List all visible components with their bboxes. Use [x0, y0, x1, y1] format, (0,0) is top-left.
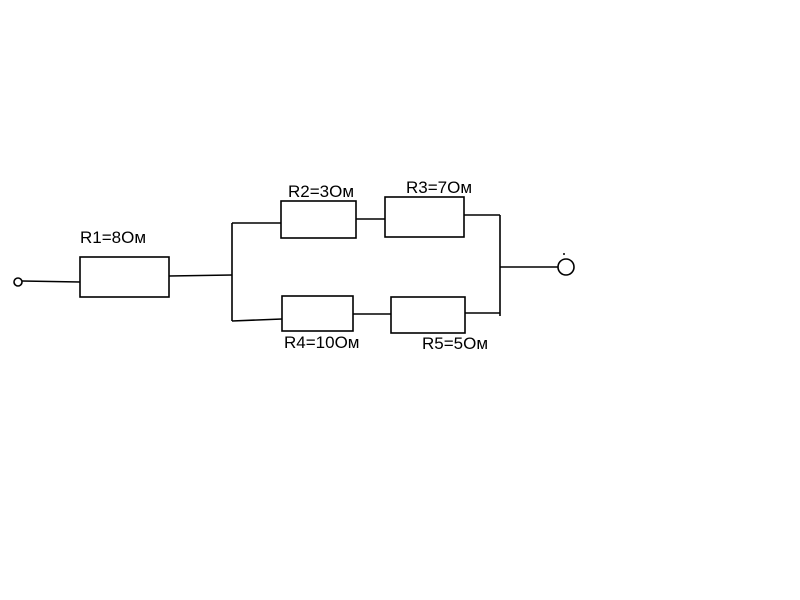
lower-branch-left-wire	[231, 318, 283, 322]
resistor-r2-label: R2=3Ом	[288, 182, 354, 201]
output-terminal-mark	[563, 253, 565, 255]
input-wire	[21, 280, 81, 283]
resistor-r5	[390, 296, 466, 334]
output-terminal	[557, 258, 575, 276]
input-terminal	[13, 277, 23, 287]
resistor-r4-label: R4=10Ом	[284, 333, 359, 352]
resistor-r3	[384, 196, 465, 238]
resistor-r1	[79, 256, 170, 298]
resistor-r1-label: R1=8Ом	[80, 228, 146, 247]
resistor-r2	[280, 200, 357, 239]
resistor-r3-label: R3=7Ом	[406, 178, 472, 197]
r1-to-junction-wire	[168, 274, 233, 277]
resistor-r5-label: R5=5Ом	[422, 334, 488, 353]
resistor-r4	[281, 295, 354, 332]
